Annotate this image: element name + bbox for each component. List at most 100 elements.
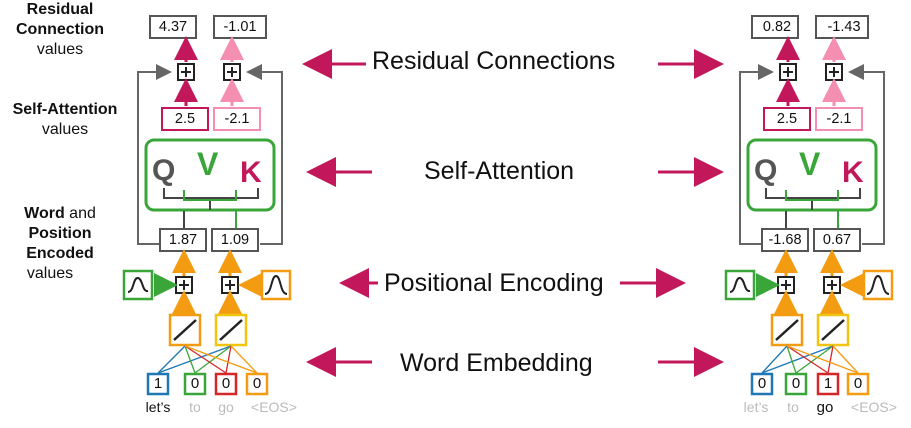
right-residual-add-icon-2 <box>829 67 839 77</box>
right-onehot-2: 0 <box>791 375 801 392</box>
left-query-letter: Q <box>152 154 176 187</box>
left-skip-connection-left <box>137 64 172 245</box>
right-sine-wave-icon <box>729 277 751 293</box>
right-onehot-1: 0 <box>757 375 767 392</box>
left-embedding-weight-1-2 <box>157 345 232 374</box>
right-linear-activation-icon-1 <box>775 319 799 341</box>
right-embedding-weight-2-1 <box>786 345 797 374</box>
left-embedding-weight-2-1 <box>184 345 196 374</box>
right-onehot-box-3 <box>816 372 840 396</box>
right-pe-add-icon-2 <box>827 280 837 290</box>
right-bell-curve-icon <box>866 274 890 295</box>
left-onehot-2: 0 <box>190 375 200 392</box>
left-attention-value-2: -2.1 <box>224 111 250 127</box>
left-onehot-box-3 <box>214 372 238 396</box>
left-residual-box-1 <box>149 15 197 39</box>
right-attention-value-2: -2.1 <box>826 111 852 127</box>
right-residual-add-icon-1 <box>783 67 793 77</box>
right-skip-connection-right <box>848 64 885 245</box>
left-residual-add-icon-1 <box>181 67 191 77</box>
center-label-residual: Residual Connections <box>366 47 622 76</box>
left-embedding-weight-4-2 <box>230 345 258 374</box>
right-embedding-weight-1-2 <box>761 345 834 374</box>
left-skip-connection-right <box>246 64 283 245</box>
position-bold-2: Encoded <box>26 245 94 262</box>
left-embedding-weight-1-1 <box>157 345 186 374</box>
left-key-letter: K <box>240 156 262 189</box>
left-onehot-3: 0 <box>221 375 231 392</box>
right-pe-add-icon-1 <box>781 280 791 290</box>
left-encoded-value-1: 1.87 <box>168 232 198 248</box>
right-onehot-box-2 <box>784 372 808 396</box>
right-attention-box-1 <box>763 107 811 131</box>
right-key-letter: K <box>842 156 864 189</box>
left-attention-box-1 <box>161 107 209 131</box>
residual-bold-2: Connection <box>16 21 104 38</box>
left-token-3: go <box>218 399 234 415</box>
right-residual-value-1: 0.82 <box>762 19 792 35</box>
right-onehot-3: 1 <box>823 375 833 392</box>
right-embedding-weight-2-2 <box>795 345 834 374</box>
attention-rest: values <box>41 121 89 138</box>
left-value-letter: V <box>197 146 219 182</box>
right-embedding-weight-3-2 <box>827 345 834 374</box>
left-onehot-4: 0 <box>252 375 262 392</box>
residual-rest: values <box>36 41 84 58</box>
left-token-1: let’s <box>145 399 171 415</box>
left-embedding-weight-3-1 <box>184 345 227 374</box>
left-token-2: to <box>189 399 201 415</box>
left-encoded-value-2: 1.09 <box>220 232 250 248</box>
attention-bold: Self-Attention <box>12 101 118 118</box>
right-token-2: to <box>787 399 799 415</box>
word-and: and <box>69 205 96 222</box>
position-bold-1: Position <box>28 225 92 242</box>
residual-bold-1: Residual <box>26 1 94 18</box>
right-residual-value-2: -1.43 <box>827 19 861 35</box>
left-attention-value-1: 2.5 <box>174 111 196 127</box>
left-onehot-box-4 <box>245 372 269 396</box>
right-onehot-4: 0 <box>853 375 863 392</box>
left-linear-activation-icon-1 <box>173 319 197 341</box>
left-sine-wave-box <box>122 269 154 301</box>
left-pe-add-icon-1 <box>179 280 189 290</box>
center-label-embedding: Word Embedding <box>394 349 599 378</box>
residual-values-label: Residual Connection values <box>0 0 120 60</box>
right-attention-bracket-inner <box>785 190 839 201</box>
right-encoded-value-2: 0.67 <box>822 232 852 248</box>
right-token-1: let’s <box>743 399 769 415</box>
center-label-attention: Self-Attention <box>418 157 581 186</box>
right-sine-wave-box <box>724 269 756 301</box>
left-embedding-weight-3-2 <box>225 345 232 374</box>
left-attention-bracket-inner <box>183 190 237 201</box>
right-token-3: go <box>816 399 834 416</box>
right-residual-box-1 <box>751 15 799 39</box>
right-embedding-weight-4-1 <box>786 345 859 374</box>
left-embedding-weight-2-2 <box>194 345 232 374</box>
left-bell-curve-icon <box>264 274 288 295</box>
left-attention-box-2 <box>213 107 261 131</box>
left-onehot-box-1 <box>146 372 170 396</box>
right-attention-box-2 <box>815 107 863 131</box>
right-value-letter: V <box>799 146 821 182</box>
left-onehot-box-2 <box>183 372 207 396</box>
left-residual-add-icon-2 <box>227 67 237 77</box>
right-onehot-box-4 <box>846 372 870 396</box>
left-embedding-weight-4-1 <box>184 345 258 374</box>
position-rest: values <box>26 265 74 282</box>
right-embedding-weight-4-2 <box>832 345 859 374</box>
center-label-positional: Positional Encoding <box>378 269 610 298</box>
attention-values-label: Self-Attention values <box>0 100 130 140</box>
left-token-4: <EOS> <box>251 399 297 415</box>
right-query-letter: Q <box>754 154 778 187</box>
right-embedding-weight-1-1 <box>761 345 788 374</box>
right-onehot-box-1 <box>750 372 774 396</box>
right-linear-activation-icon-2 <box>821 319 845 341</box>
encoded-values-label: Word and Position Encoded values <box>0 204 120 284</box>
right-attention-value-1: 2.5 <box>776 111 798 127</box>
left-sine-wave-icon <box>127 277 149 293</box>
left-residual-value-1: 4.37 <box>158 19 188 35</box>
left-residual-value-2: -1.01 <box>223 19 257 35</box>
word-bold: Word <box>24 205 65 222</box>
